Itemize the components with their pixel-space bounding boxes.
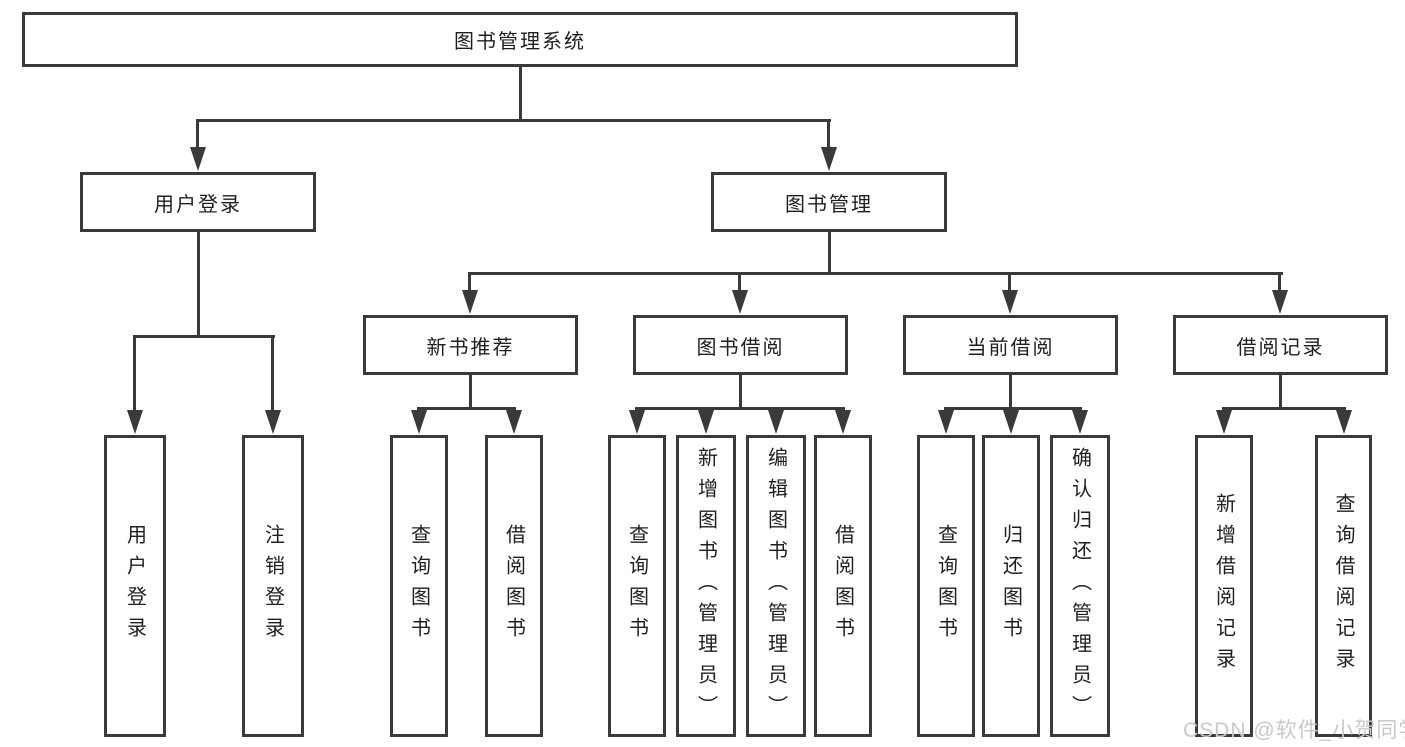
connector-line	[469, 373, 472, 409]
node-borrow-records: 借阅记录	[1173, 315, 1388, 375]
connector-line	[418, 407, 516, 410]
connector-line	[828, 230, 831, 274]
node-book-management: 图书管理	[711, 172, 947, 232]
connector-line	[1278, 272, 1281, 296]
arrow-down-icon	[462, 290, 478, 314]
arrow-down-icon	[127, 410, 143, 434]
leaf-bb-borrow-books: 借阅图书	[814, 435, 872, 737]
arrow-down-icon	[821, 147, 837, 171]
arrow-down-icon	[190, 147, 206, 171]
leaf-rec-query-books: 查询图书	[390, 435, 448, 737]
watermark: CSDN @软件_小贺同学	[1183, 719, 1405, 742]
arrow-down-icon	[506, 410, 522, 434]
leaf-logout: 注销登录	[242, 435, 304, 737]
connector-line	[133, 335, 136, 416]
arrow-down-icon	[411, 410, 427, 434]
leaf-bb-edit-books-admin: 编辑图书（管理员）	[746, 435, 806, 737]
connector-line	[1008, 272, 1011, 296]
arrow-down-icon	[768, 410, 784, 434]
leaf-cb-query-books: 查询图书	[917, 435, 975, 737]
arrow-down-icon	[1272, 290, 1288, 314]
leaf-rec-borrow-books: 借阅图书	[485, 435, 543, 737]
leaf-bb-add-books-admin: 新增图书（管理员）	[676, 435, 736, 737]
connector-line	[196, 119, 199, 153]
arrow-down-icon	[732, 290, 748, 314]
leaf-user-login: 用户登录	[104, 435, 166, 737]
connector-line	[197, 230, 200, 337]
connector-line	[1009, 373, 1012, 409]
node-root: 图书管理系统	[22, 12, 1018, 67]
connector-line	[469, 272, 1283, 275]
arrow-down-icon	[1003, 410, 1019, 434]
connector-line	[827, 119, 830, 153]
node-current-borrow: 当前借阅	[903, 315, 1118, 375]
connector-line	[468, 272, 471, 296]
leaf-br-add-record: 新增借阅记录	[1195, 435, 1253, 737]
leaf-bb-query-books: 查询图书	[608, 435, 666, 737]
connector-line	[519, 66, 522, 121]
connector-line	[945, 407, 1082, 410]
arrow-down-icon	[698, 410, 714, 434]
connector-line	[1279, 373, 1282, 409]
arrow-down-icon	[1072, 410, 1088, 434]
connector-line	[271, 335, 274, 416]
arrow-down-icon	[938, 410, 954, 434]
arrow-down-icon	[629, 410, 645, 434]
node-book-borrow: 图书借阅	[633, 315, 848, 375]
connector-line	[134, 335, 275, 338]
arrow-down-icon	[1002, 290, 1018, 314]
leaf-cb-return-books: 归还图书	[982, 435, 1040, 737]
leaf-cb-confirm-return-admin: 确认归还（管理员）	[1050, 435, 1110, 737]
node-new-book-recommend: 新书推荐	[363, 315, 578, 375]
arrow-down-icon	[835, 410, 851, 434]
arrow-down-icon	[265, 410, 281, 434]
arrow-down-icon	[1336, 410, 1352, 434]
arrow-down-icon	[1216, 410, 1232, 434]
leaf-br-query-record: 查询借阅记录	[1315, 435, 1372, 737]
connector-line	[636, 407, 845, 410]
connector-line	[1223, 407, 1346, 410]
connector-line	[197, 119, 831, 122]
node-user-login: 用户登录	[80, 172, 316, 232]
connector-line	[738, 272, 741, 296]
connector-line	[739, 373, 742, 409]
